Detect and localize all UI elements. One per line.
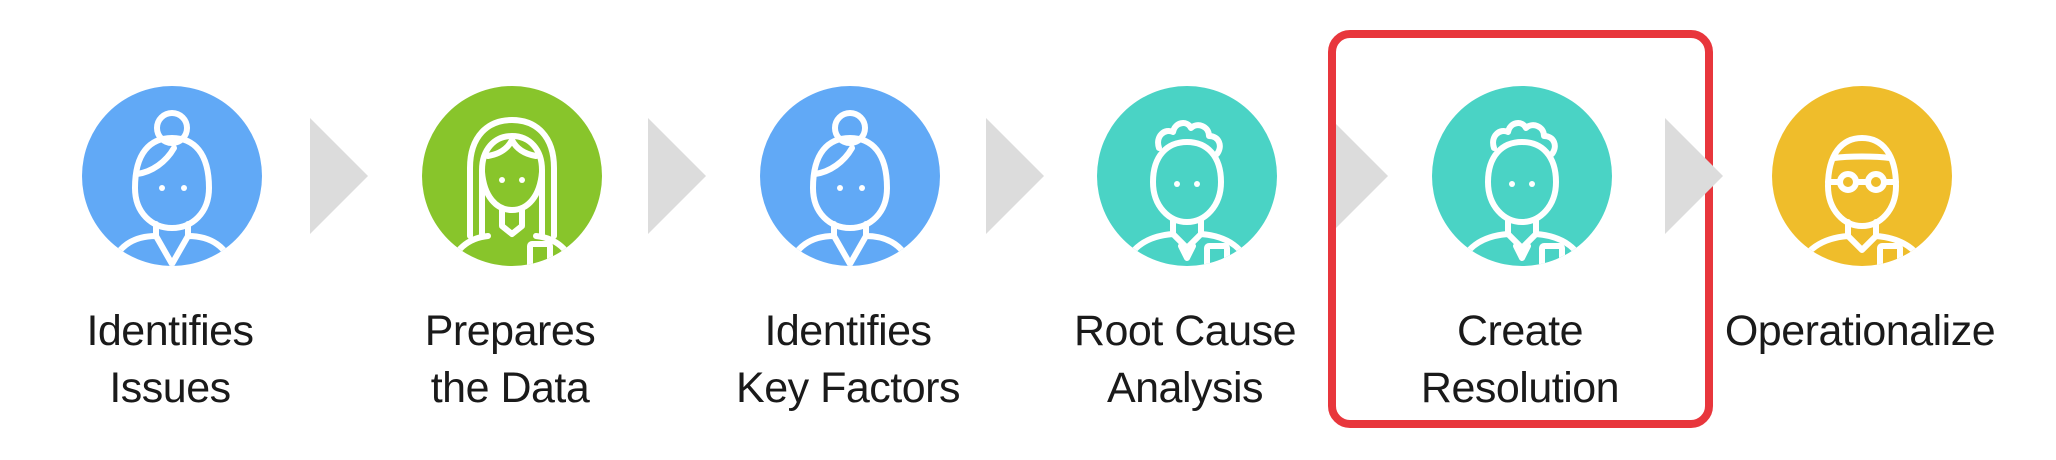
curly-hair-avatar-icon: [1097, 86, 1277, 266]
step-identifies-issues: Identifies Issues: [0, 0, 340, 460]
woman-bun-avatar-icon: [760, 86, 940, 266]
step-label-line-1: Identifies: [764, 307, 932, 355]
chevron-right-icon: [1665, 118, 1723, 234]
step-label: Operationalize: [1690, 303, 2030, 360]
step-label: Identifies Key Factors: [678, 303, 1018, 417]
step-identifies-key-factors: Identifies Key Factors: [678, 0, 1018, 460]
chevron-right-icon: [648, 118, 706, 234]
step-label-line-2: the Data: [430, 364, 590, 412]
step-label-line-1: Root Cause: [1073, 307, 1297, 355]
step-label: Root Cause Analysis: [1015, 303, 1355, 417]
woman-bun-avatar-icon: [82, 86, 262, 266]
step-label-line-1: Identifies: [86, 307, 254, 355]
step-operationalize: Operationalize: [1690, 0, 2030, 460]
step-label: Identifies Issues: [0, 303, 340, 417]
chevron-right-icon: [310, 118, 368, 234]
glasses-avatar-icon: [1772, 86, 1952, 266]
step-label-line-2: Resolution: [1420, 364, 1620, 412]
step-create-resolution: Create Resolution: [1350, 0, 1690, 460]
curly-hair-avatar-icon: [1432, 86, 1612, 266]
chevron-right-icon: [986, 118, 1044, 234]
woman-long-hair-avatar-icon: [422, 86, 602, 266]
step-label-line-1: Prepares: [424, 307, 596, 355]
step-label: Prepares the Data: [340, 303, 680, 417]
selection-highlight-box: [1328, 30, 1713, 428]
step-label-line-2: Issues: [109, 364, 231, 412]
step-root-cause-analysis: Root Cause Analysis: [1015, 0, 1355, 460]
step-label-line-1: Create: [1456, 307, 1584, 355]
step-label-line-2: Key Factors: [736, 364, 960, 412]
chevron-right-icon: [1330, 118, 1388, 234]
step-label-line-2: Analysis: [1106, 364, 1264, 412]
step-label-line-1: Operationalize: [1724, 307, 1996, 355]
step-label: Create Resolution: [1350, 303, 1690, 417]
step-prepares-the-data: Prepares the Data: [340, 0, 680, 460]
